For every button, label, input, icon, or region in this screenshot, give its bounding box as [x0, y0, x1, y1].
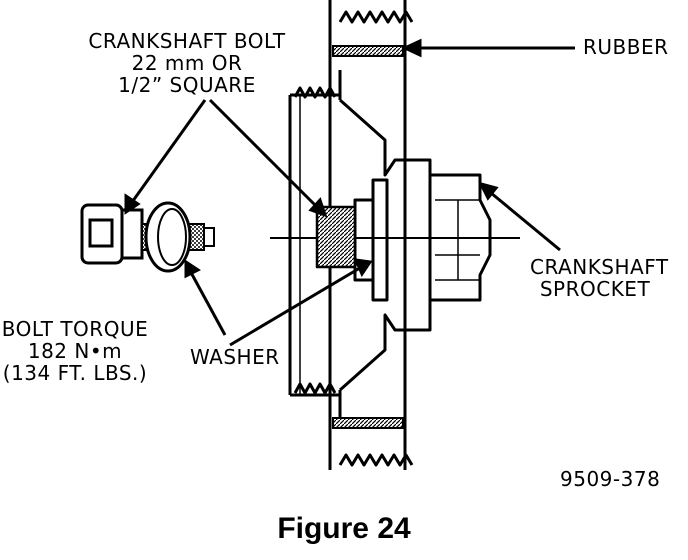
crankshaft-bolt-label: CRANKSHAFT BOLT 22 mm OR 1/2” SQUARE: [82, 30, 292, 96]
crankshaft-bolt-line-2: 22 mm OR: [131, 51, 243, 75]
hub-web: [339, 98, 432, 392]
bottom-belt-teeth: [338, 453, 414, 467]
bolt-torque-line-1: BOLT TORQUE: [1, 317, 149, 341]
rubber-text: RUBBER: [583, 35, 669, 59]
figure-caption: Figure 24: [277, 512, 411, 545]
bolt-torque-line-2: 182 N•m: [27, 339, 123, 363]
crankshaft-sprocket-label: CRANKSHAFT SPROCKET: [530, 255, 669, 301]
rubber-bottom: [332, 417, 404, 429]
crankshaft-bolt-line-1: CRANKSHAFT BOLT: [88, 29, 286, 53]
figure-id-label: 9509-378: [560, 468, 660, 490]
bolt-torque-line-3: (134 FT. LBS.): [2, 361, 148, 385]
crankshaft-bolt-line-3: 1/2” SQUARE: [118, 73, 256, 97]
loose-bolt: [80, 201, 215, 273]
leader-lines: [124, 38, 575, 347]
top-belt-teeth: [338, 10, 414, 24]
crankshaft-sprocket-line-2: SPROCKET: [539, 277, 651, 301]
installed-bolt: [315, 205, 357, 269]
figure-id-text: 9509-378: [560, 467, 661, 491]
rubber-top: [332, 45, 404, 57]
rubber-label: RUBBER: [583, 36, 669, 58]
washer-label: WASHER: [190, 346, 280, 368]
bolt-torque-label: BOLT TORQUE 182 N•m (134 FT. LBS.): [0, 318, 150, 384]
crankshaft-sprocket-line-1: CRANKSHAFT: [530, 255, 669, 279]
washer-text: WASHER: [190, 345, 280, 369]
